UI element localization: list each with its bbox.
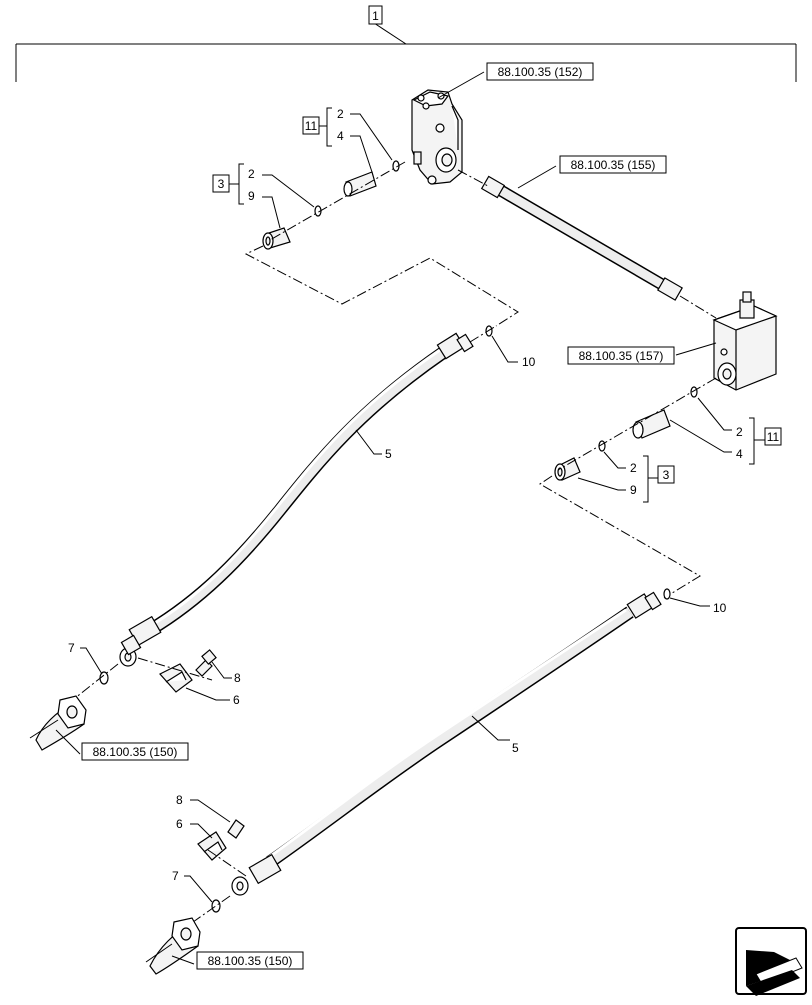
ref-box-157[interactable] bbox=[567, 346, 675, 365]
pump-port-upper bbox=[29, 695, 87, 751]
ref-157-label: 88.100.35 (157) bbox=[579, 349, 664, 363]
callout-2d: 2 bbox=[630, 461, 637, 475]
callout-10a: 10 bbox=[522, 355, 536, 369]
group-3-right-label: 3 bbox=[663, 468, 670, 482]
ref-box-152[interactable] bbox=[486, 62, 594, 81]
group-3-label: 3 bbox=[218, 177, 225, 191]
callout-9b: 9 bbox=[630, 483, 637, 497]
group-11-right-label: 11 bbox=[767, 430, 780, 444]
group-11-label: 11 bbox=[305, 119, 318, 133]
o-ring-7b bbox=[211, 899, 221, 913]
group-1-bracket: 1 bbox=[15, 5, 797, 82]
group-1-label: 1 bbox=[372, 9, 379, 23]
group-11-right-box[interactable] bbox=[764, 427, 782, 446]
hose-155 bbox=[480, 175, 683, 301]
o-ring-10b bbox=[663, 588, 671, 600]
callout-6a: 6 bbox=[233, 693, 240, 707]
bolt-8b bbox=[227, 819, 245, 839]
ref-box-150b[interactable] bbox=[196, 951, 304, 970]
right-fitting-cluster bbox=[554, 386, 698, 481]
next-page-arrow-icon[interactable] bbox=[735, 927, 807, 996]
callout-5a: 5 bbox=[385, 447, 392, 461]
callout-10b: 10 bbox=[713, 601, 727, 615]
callout-7a: 7 bbox=[68, 641, 75, 655]
callout-2c: 2 bbox=[736, 425, 743, 439]
o-ring-10 bbox=[485, 325, 493, 337]
group-3-right-box[interactable] bbox=[657, 465, 675, 484]
ref-box-155[interactable] bbox=[559, 155, 667, 174]
callout-2b: 2 bbox=[248, 167, 255, 181]
ref-box-150a[interactable] bbox=[81, 742, 189, 761]
control-valve bbox=[411, 89, 463, 185]
upper-fitting-cluster bbox=[262, 160, 400, 250]
ref-155-label: 88.100.35 (155) bbox=[571, 158, 656, 172]
hose-lower bbox=[231, 591, 662, 896]
callout-8b: 8 bbox=[176, 793, 183, 807]
ref-150b-label: 88.100.35 (150) bbox=[208, 954, 293, 968]
ref-150a-label: 88.100.35 (150) bbox=[93, 745, 178, 759]
hose-upper bbox=[119, 332, 474, 667]
pump-port-lower bbox=[145, 917, 201, 975]
ref-152-label: 88.100.35 (152) bbox=[498, 65, 583, 79]
o-ring-7 bbox=[99, 671, 109, 685]
valve-block bbox=[712, 291, 778, 391]
callout-9a: 9 bbox=[248, 189, 255, 203]
callout-4b: 4 bbox=[736, 447, 743, 461]
callout-4a: 4 bbox=[337, 129, 344, 143]
callout-7b: 7 bbox=[172, 869, 179, 883]
callout-8a: 8 bbox=[234, 671, 241, 685]
callout-5b: 5 bbox=[512, 741, 519, 755]
callout-6b: 6 bbox=[176, 817, 183, 831]
callout-2a: 2 bbox=[337, 107, 344, 121]
